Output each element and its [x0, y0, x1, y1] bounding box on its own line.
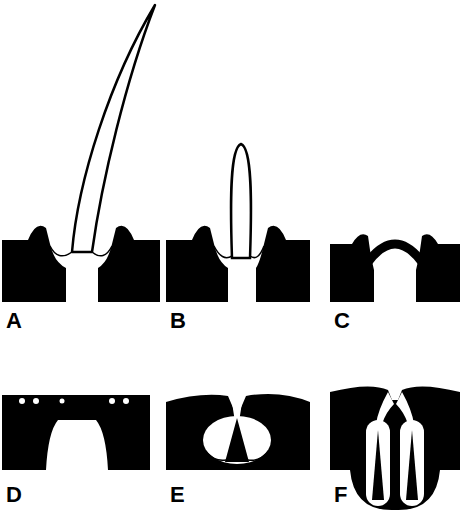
pore — [60, 399, 65, 404]
cuticle — [330, 386, 460, 510]
panel-label: C — [334, 310, 350, 332]
peg — [225, 418, 249, 462]
socket-membrane — [206, 452, 226, 460]
socket-membrane — [92, 246, 112, 256]
dome-cap — [368, 244, 422, 262]
hair-sensillum — [2, 5, 160, 302]
panel-label: D — [6, 484, 22, 506]
cuticle — [98, 226, 160, 302]
panel-label: E — [170, 484, 185, 506]
cuticle — [416, 234, 460, 302]
deep-pit-sensillum — [330, 386, 460, 510]
pit-tube — [366, 420, 390, 506]
cuticle — [166, 394, 310, 470]
cuticle — [2, 395, 150, 470]
panel-label: F — [334, 484, 347, 506]
peg — [406, 430, 418, 500]
cuticle — [330, 234, 374, 302]
peg-sensillum — [166, 144, 310, 302]
plate-sensillum — [2, 395, 150, 470]
pit-opening — [396, 392, 414, 424]
socket-membrane — [248, 452, 268, 460]
cuticle — [2, 226, 66, 302]
hair-shaft — [72, 5, 155, 252]
pore — [109, 398, 115, 404]
pore — [19, 398, 25, 404]
cuticle — [256, 226, 310, 302]
pit-opening — [376, 392, 394, 424]
pit-cavity — [203, 416, 271, 464]
socket-membrane — [250, 246, 264, 258]
panel-label: A — [6, 310, 22, 332]
socket-membrane — [50, 246, 72, 256]
pit-peg-sensillum — [166, 394, 310, 470]
dome-sensillum — [330, 234, 460, 302]
cuticle — [166, 226, 228, 302]
peg — [372, 430, 384, 500]
pore — [123, 398, 129, 404]
peg — [231, 144, 251, 258]
panel-label: B — [170, 310, 186, 332]
socket-membrane — [214, 246, 232, 258]
pit-tube — [400, 420, 424, 506]
pore — [33, 398, 39, 404]
